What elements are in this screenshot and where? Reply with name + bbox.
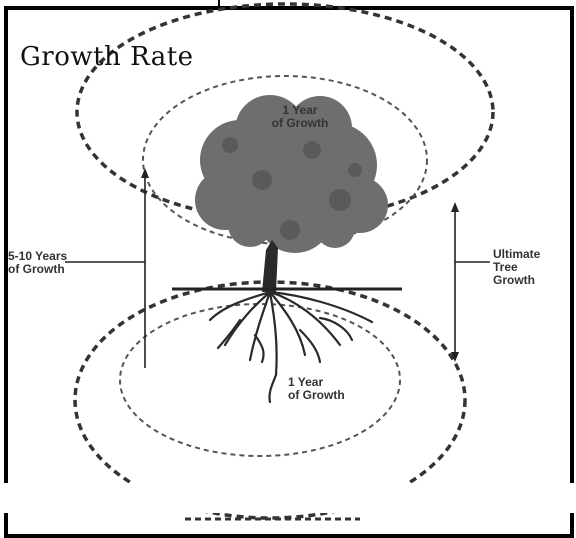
left-bracket: [65, 172, 146, 368]
top-mark: [218, 0, 220, 6]
label-right-line-1: Ultimate: [493, 247, 541, 261]
label-left-line-1: 5-10 Years: [8, 249, 68, 263]
mid-root-ellipse: [119, 303, 401, 457]
label-top-one-year: 1 Year of Growth: [256, 104, 344, 130]
label-left-line-2: of Growth: [8, 262, 65, 276]
label-right-line-2: Tree: [493, 260, 518, 274]
label-bottom-line-2: of Growth: [288, 388, 345, 402]
tree-trunk: [262, 240, 278, 292]
label-bottom-line-1: 1 Year: [288, 375, 324, 389]
right-arrow-head-top: [451, 202, 459, 212]
label-left-five-ten-years: 5-10 Years of Growth: [8, 250, 67, 276]
bottom-gap: [0, 483, 576, 513]
right-bracket: [454, 205, 490, 358]
label-right-line-3: Growth: [493, 273, 535, 287]
diagram-title: Growth Rate: [20, 42, 194, 72]
label-right-ultimate: Ultimate Tree Growth: [493, 248, 540, 287]
crown-shading: [222, 137, 362, 240]
left-arrow-head: [141, 168, 149, 178]
label-top-line-2: of Growth: [271, 116, 329, 130]
tree-roots: [208, 290, 374, 404]
right-arrow-head-bottom: [451, 352, 459, 362]
diagram-frame: [4, 6, 574, 538]
label-bottom-one-year: 1 Year of Growth: [288, 376, 345, 402]
label-top-line-1: 1 Year: [282, 103, 318, 117]
